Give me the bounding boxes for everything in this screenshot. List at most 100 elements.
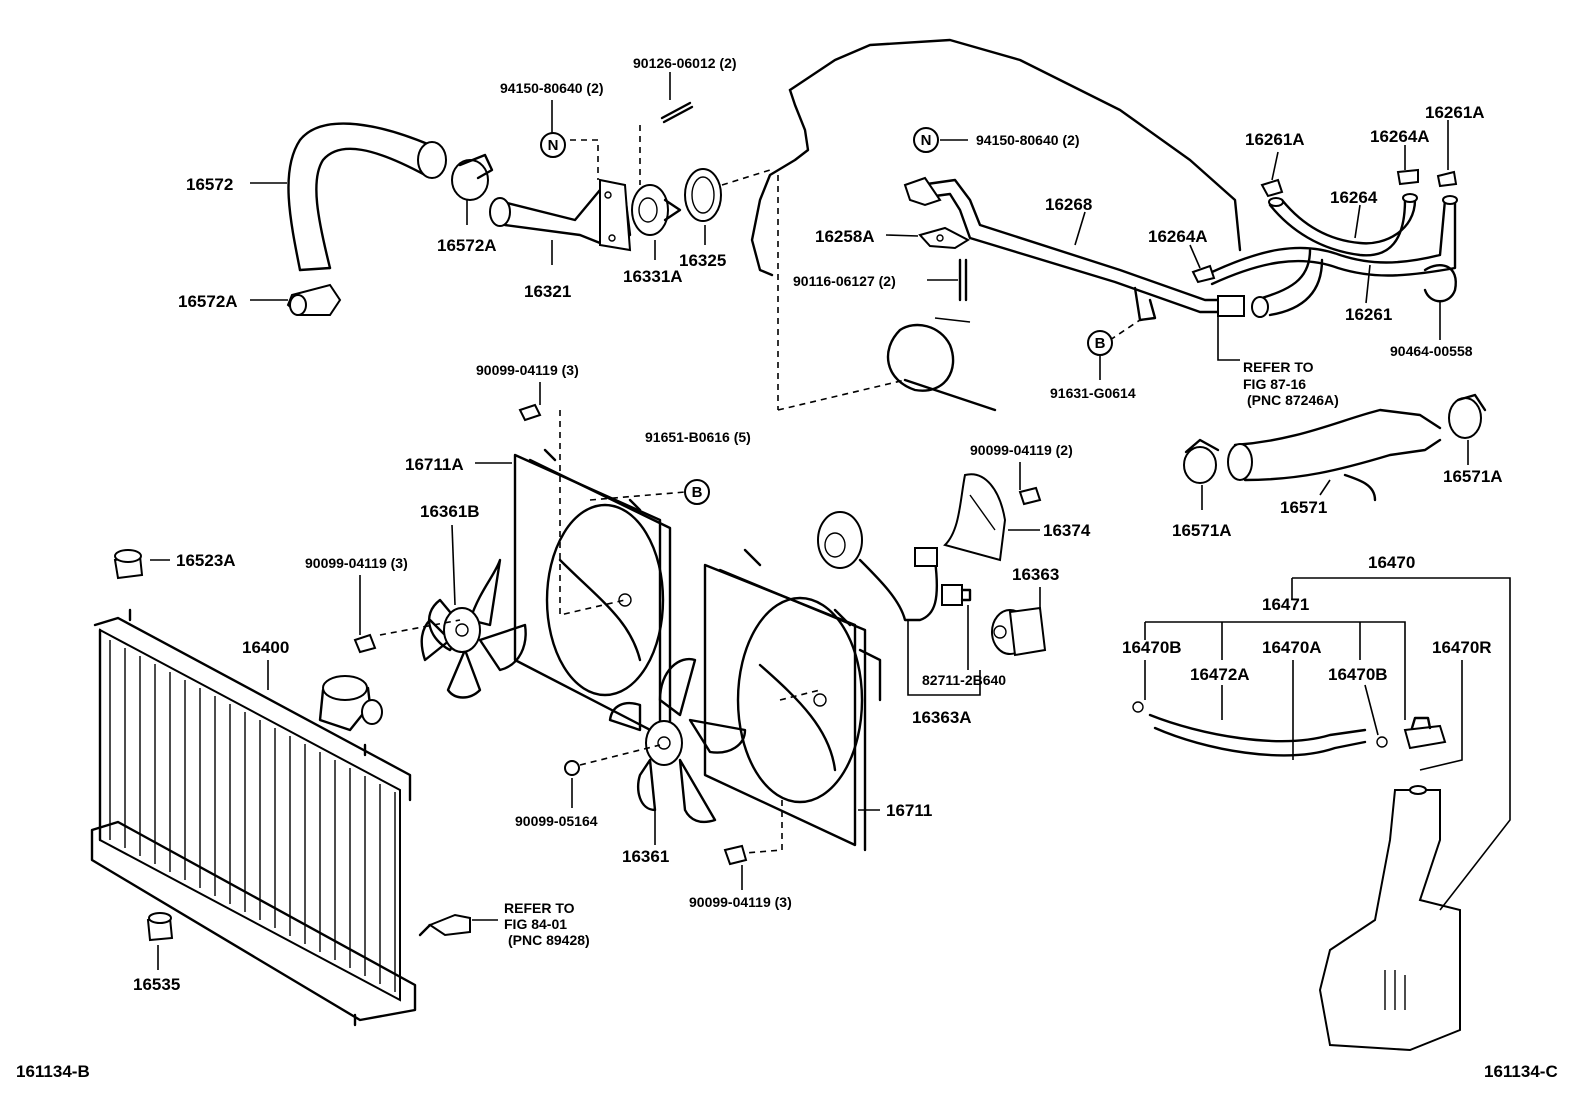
fan-motor-16363-left — [817, 511, 939, 622]
label-16361: 16361 — [622, 847, 669, 866]
diagram-code-right: 161134-C — [1484, 1062, 1558, 1081]
fan-16361 — [608, 657, 747, 824]
label-refer-87-line2: FIG 87-16 — [1243, 376, 1306, 392]
marker-b-fan: B — [684, 479, 710, 505]
radiator-cap-neck — [318, 675, 383, 732]
label-16258A: 16258A — [815, 227, 875, 246]
label-16535: 16535 — [133, 975, 180, 994]
engine-cover-plate — [886, 317, 971, 392]
label-16471: 16471 — [1262, 595, 1309, 614]
label-16470: 16470 — [1368, 553, 1415, 572]
reservoir-hose-16472A — [1148, 713, 1367, 757]
upper-radiator-hose — [287, 122, 447, 272]
water-bypass-pipe-16268 — [903, 176, 1245, 341]
label-90099-04119-d: 90099-04119 (3) — [689, 894, 792, 910]
bolts — [353, 403, 1042, 866]
label-90126-06012: 90126-06012 (2) — [633, 55, 737, 71]
label-refer-84-line3: (PNC 89428) — [508, 932, 590, 948]
label-16571A-right: 16571A — [1443, 467, 1503, 486]
label-16268: 16268 — [1045, 195, 1092, 214]
label-90464-00558: 90464-00558 — [1390, 343, 1473, 359]
hose-clip-16470B — [1132, 701, 1388, 748]
label-refer-84-line2: FIG 84-01 — [504, 916, 567, 932]
gasket-16325 — [684, 168, 722, 222]
label-90116-06127: 90116-06127 (2) — [793, 273, 896, 289]
hose-clips — [1191, 168, 1458, 303]
connector-82711-2B640 — [941, 584, 972, 606]
label-16374: 16374 — [1043, 521, 1091, 540]
heater-hose-16264 — [1268, 193, 1418, 257]
marker-n-right: N — [913, 127, 939, 153]
water-inlet-16321 — [489, 178, 632, 252]
label-16572A-top: 16572A — [437, 236, 497, 255]
label-16470B-right: 16470B — [1328, 665, 1388, 684]
label-16470A: 16470A — [1262, 638, 1322, 657]
label-16363A: 16363A — [912, 708, 972, 727]
label-82711-2B640: 82711-2B640 — [922, 672, 1006, 688]
label-16264A-top: 16264A — [1370, 127, 1430, 146]
label-16711A: 16711A — [405, 455, 464, 474]
label-16711: 16711 — [886, 801, 932, 820]
part-labels: 16572 16572A 16572A 16321 16331A 16325 9… — [16, 55, 1558, 1081]
marker-n-left: N — [540, 132, 566, 158]
label-refer-84-line1: REFER TO — [504, 900, 575, 916]
hose-clamp-16572A-top — [451, 153, 494, 201]
heater-hose-16261 — [1210, 195, 1458, 286]
marker-b-fan-text: B — [692, 484, 703, 501]
label-refer-87-line1: REFER TO — [1243, 359, 1314, 375]
label-90099-04119-b: 90099-04119 (3) — [305, 555, 408, 571]
fan-shroud-16711 — [703, 548, 882, 852]
label-16331A: 16331A — [623, 267, 683, 286]
marker-b-top-text: B — [1095, 335, 1106, 352]
motor-cover-16374 — [943, 473, 1007, 562]
thermostat-16331A — [631, 184, 682, 236]
stud-90126-06012 — [660, 101, 694, 124]
label-16572: 16572 — [186, 175, 233, 194]
label-16571A-left: 16571A — [1172, 521, 1232, 540]
label-90099-05164: 90099-05164 — [515, 813, 598, 829]
label-refer-87-line3: (PNC 87246A) — [1247, 392, 1339, 408]
reservoir-tank-16470 — [1318, 785, 1461, 1052]
diagram-code-left: 161134-B — [16, 1062, 90, 1081]
label-91651-B0616: 91651-B0616 (5) — [645, 429, 751, 445]
reservoir-cap-16470R — [1403, 716, 1447, 750]
label-16400: 16400 — [242, 638, 289, 657]
label-94150-80640-right: 94150-80640 (2) — [976, 132, 1080, 148]
label-16361B: 16361B — [420, 502, 480, 521]
marker-n-left-text: N — [548, 137, 559, 154]
lower-radiator-hose-16571 — [1227, 408, 1442, 502]
marker-b-top: B — [1087, 330, 1113, 356]
refer-hose-87246A — [1251, 248, 1324, 318]
fan-motor-16363 — [991, 606, 1047, 657]
label-16261A-right: 16261A — [1425, 103, 1485, 122]
label-16472A: 16472A — [1190, 665, 1250, 684]
leader-lines — [150, 72, 1511, 970]
label-94150-80640-left: 94150-80640 (2) — [500, 80, 604, 96]
engine-outline — [750, 38, 1242, 412]
fan-shroud-16711A — [513, 448, 672, 742]
inlet-dash-leads — [570, 125, 771, 186]
label-16264A-mid: 16264A — [1148, 227, 1208, 246]
marker-n-right-text: N — [921, 132, 932, 149]
label-16261: 16261 — [1345, 305, 1392, 324]
stud-90116-06127 — [958, 258, 968, 302]
label-16325: 16325 — [679, 251, 726, 270]
cushion-16535 — [146, 912, 174, 942]
hose-clamp-16571A-right — [1448, 393, 1487, 439]
label-16470B-left: 16470B — [1122, 638, 1182, 657]
label-90099-04119-a: 90099-04119 (3) — [476, 362, 579, 378]
bracket-16258A — [918, 226, 971, 250]
label-16572A-bottom: 16572A — [178, 292, 238, 311]
label-16523A: 16523A — [176, 551, 236, 570]
hose-clamp-16572A-bottom — [286, 283, 342, 316]
label-16261A-left: 16261A — [1245, 130, 1305, 149]
hose-clamp-16571A-left — [1183, 438, 1220, 484]
label-16321: 16321 — [524, 282, 571, 301]
label-91631-G0614: 91631-G0614 — [1050, 385, 1136, 401]
label-90099-04119-c: 90099-04119 (2) — [970, 442, 1073, 458]
fan-16361B — [420, 558, 527, 699]
label-16470R: 16470R — [1432, 638, 1492, 657]
label-16363: 16363 — [1012, 565, 1059, 584]
cushion-16523A — [113, 549, 144, 580]
